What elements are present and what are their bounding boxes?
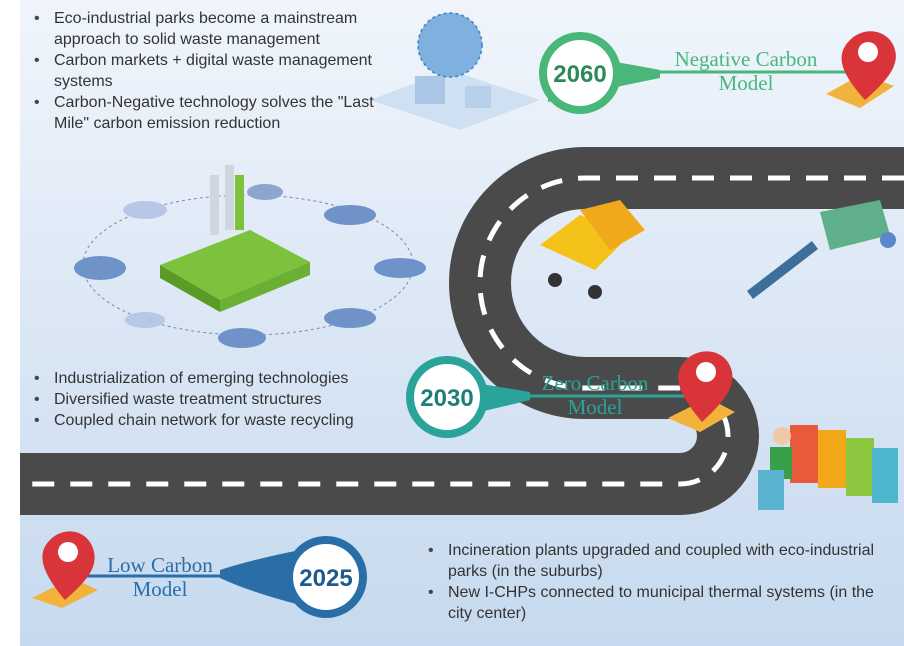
map-pin-icon-2025 bbox=[32, 531, 98, 608]
bullets-2025: Incineration plants upgraded and coupled… bbox=[424, 540, 884, 624]
year-2030: 2030 bbox=[420, 385, 473, 412]
bullets-2030: Industrialization of emerging technologi… bbox=[30, 368, 410, 431]
milestone-2030-marker bbox=[406, 356, 710, 438]
map-pin-icon-2030 bbox=[668, 351, 735, 432]
bullets-2060: Eco-industrial parks become a mainstream… bbox=[30, 8, 410, 134]
year-2025: 2025 bbox=[299, 565, 352, 592]
roadmap-graphic: 2060 2030 2025 bbox=[20, 0, 904, 646]
recycling-conveyor-icon bbox=[746, 200, 896, 299]
bullet-item: New I-CHPs connected to municipal therma… bbox=[424, 582, 884, 624]
garbage-truck-icon bbox=[540, 200, 645, 299]
low-carbon-model-label: Low Carbon Model bbox=[107, 553, 213, 601]
data-center-icon bbox=[370, 12, 540, 130]
bullet-item: Incineration plants upgraded and coupled… bbox=[424, 540, 884, 582]
negative-carbon-model-label: Negative Carbon Model bbox=[674, 47, 818, 95]
year-2060: 2060 bbox=[553, 61, 606, 88]
bullet-item: Eco-industrial parks become a mainstream… bbox=[30, 8, 410, 50]
milestone-2060-marker bbox=[539, 32, 860, 114]
zero-carbon-model-label: Zero Carbon Model bbox=[541, 371, 649, 419]
road bbox=[20, 147, 904, 515]
bullet-item: Diversified waste treatment structures bbox=[30, 389, 410, 410]
map-pin-icon-2060 bbox=[826, 31, 896, 108]
bullet-item: Coupled chain network for waste recyclin… bbox=[30, 410, 410, 431]
sorting-bins-icon bbox=[758, 425, 898, 510]
bullet-item: Carbon markets + digital waste managemen… bbox=[30, 50, 410, 92]
bullet-item: Industrialization of emerging technologi… bbox=[30, 368, 410, 389]
bullet-item: Carbon-Negative technology solves the "L… bbox=[30, 92, 410, 134]
eco-industrial-park-icon bbox=[74, 165, 426, 348]
milestone-2025-marker bbox=[60, 536, 367, 618]
roadmap-diagram: 2060 2030 2025 Negative Carbon Model Zer… bbox=[20, 0, 904, 646]
